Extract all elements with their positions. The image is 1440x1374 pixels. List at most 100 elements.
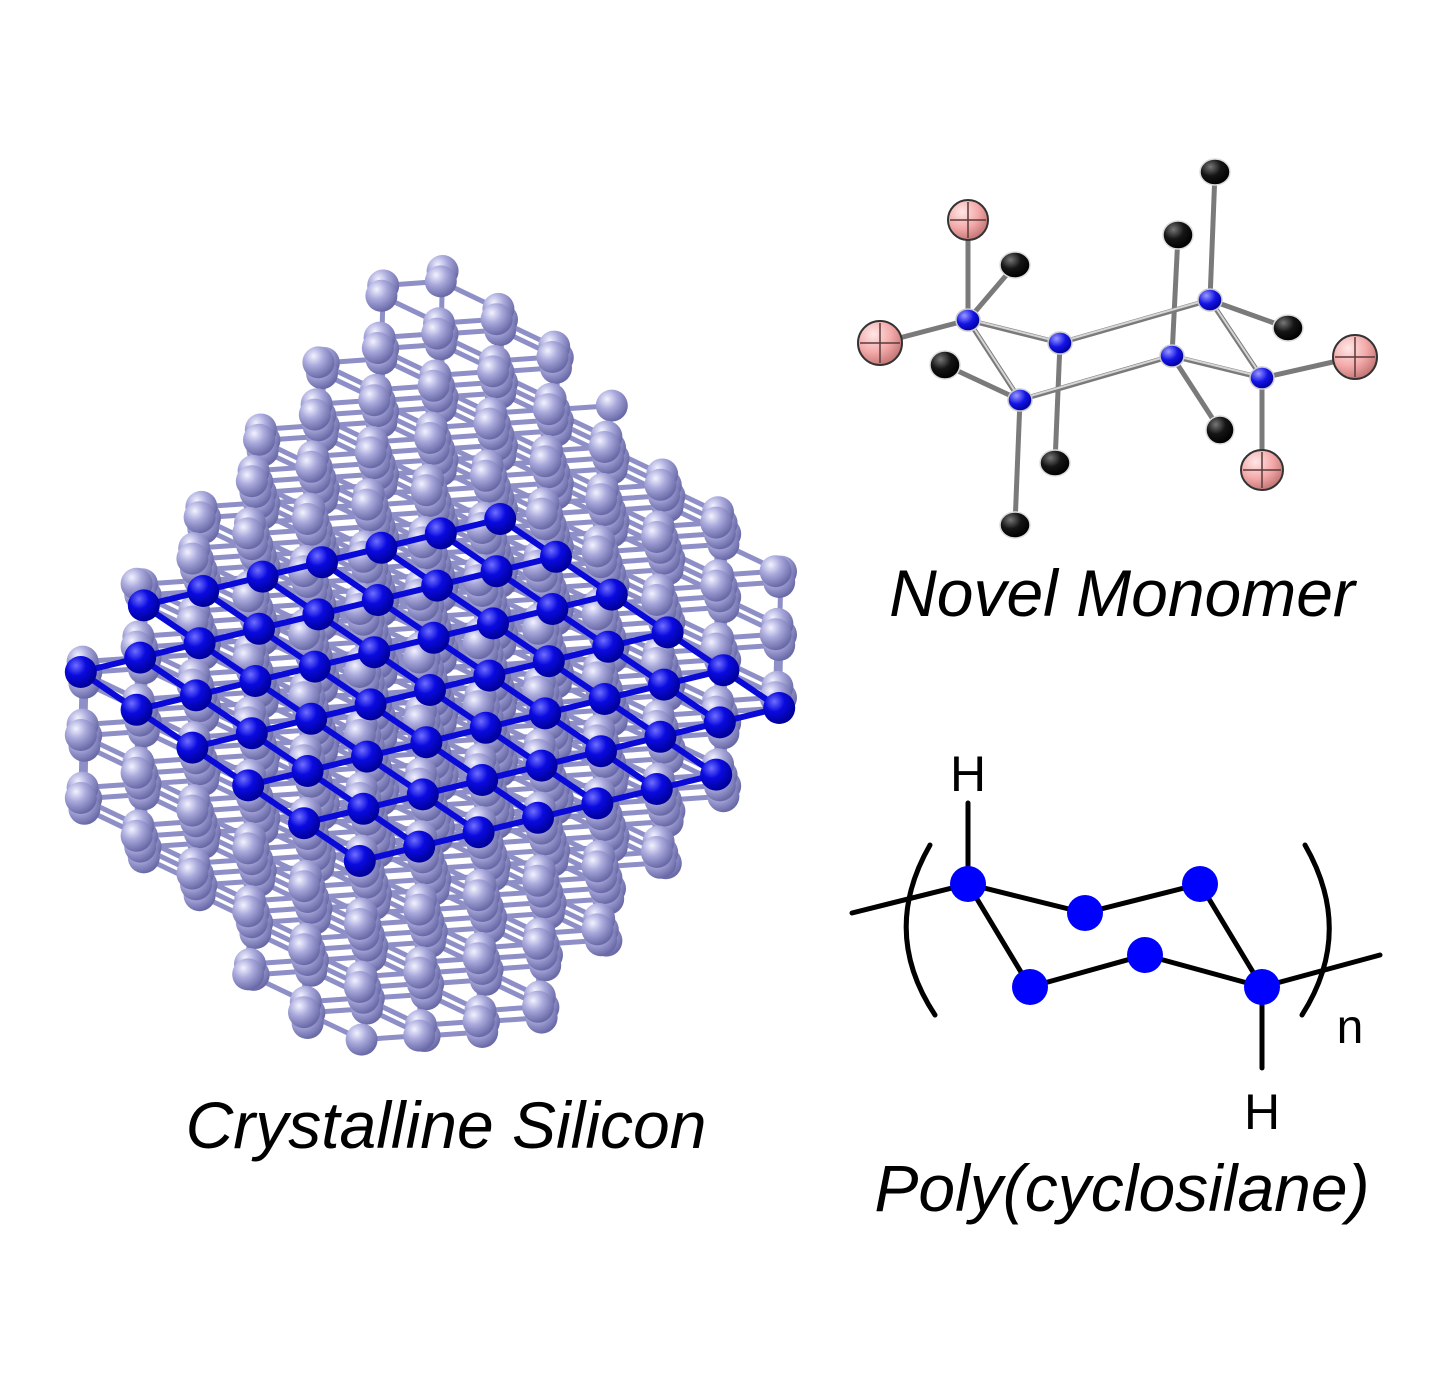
highlighted-silicon-atom: [473, 659, 506, 692]
crystal-silicon-atom: [640, 836, 673, 868]
crystal-silicon-atom: [595, 389, 628, 422]
highlighted-silicon-atom: [700, 758, 733, 791]
highlighted-silicon-atom: [127, 589, 160, 622]
monomer-structure: [857, 158, 1378, 539]
crystal-silicon-atom: [403, 956, 436, 989]
highlighted-silicon-atom: [480, 555, 513, 588]
chlorine-atoms: [857, 199, 1378, 491]
crystal-silicon-atom: [302, 346, 335, 379]
crystal-silicon-atom: [232, 832, 265, 865]
highlighted-silicon-atom: [763, 692, 796, 724]
crystal-silicon-atom: [295, 450, 328, 483]
highlighted-silicon-atom: [183, 627, 216, 660]
highlighted-silicon-atom: [365, 531, 398, 564]
highlighted-silicon-atom: [703, 706, 736, 739]
crystal-silicon-atom: [232, 958, 265, 991]
crystal-silicon-atom: [759, 618, 792, 651]
crystal-silicon-atom: [640, 584, 673, 616]
repeat-unit-subscript: n: [1337, 1001, 1364, 1054]
crystal-silicon-atom: [414, 422, 446, 454]
crystal-silicon-atom: [298, 398, 331, 431]
highlighted-silicon-atom: [246, 560, 279, 593]
crystal-silicon-atom: [235, 465, 268, 498]
crystal-silicon-atom: [700, 569, 733, 602]
highlighted-silicon-atom: [187, 575, 220, 607]
crystal-silicon-atom: [462, 879, 495, 912]
crystal-silicon-atom: [358, 384, 391, 417]
crystal-silicon-atom: [522, 927, 554, 960]
crystal-silicon-atom: [581, 913, 614, 946]
crystal-silicon-atom: [529, 445, 562, 478]
crystal-silicon-atom: [354, 436, 387, 469]
crystal-silicon-atom: [417, 369, 450, 402]
crystal-silicon-atom: [120, 756, 153, 789]
highlighted-silicon-atom: [361, 584, 394, 616]
right-parenthesis: [1299, 842, 1332, 1018]
crystal-silicon-atom: [536, 341, 569, 373]
highlighted-silicon-atom: [403, 830, 436, 863]
polymer-silicon-atoms: [950, 866, 1280, 1005]
crystal-silicon-atom: [361, 332, 394, 364]
crystal-silicon-atom: [343, 971, 376, 1003]
crystal-silicon-atom: [403, 1019, 436, 1052]
crystal-silicon-atom: [343, 908, 376, 940]
highlighted-silicon-atom: [354, 688, 387, 721]
crystal-silicon-atom: [525, 497, 558, 530]
left-parenthesis: [903, 842, 938, 1018]
crystal-silicon-atom: [64, 719, 97, 751]
crystal-silicon-atom: [421, 317, 454, 350]
crystal-silicon-atom: [243, 423, 275, 456]
highlighted-silicon-atom: [648, 668, 680, 701]
highlighted-silicon-atom: [640, 773, 673, 805]
crystal-silicon-atom: [522, 864, 554, 897]
crystal-silicon-atom: [477, 355, 509, 388]
crystal-silicon-atom: [585, 483, 617, 516]
crystal-silicon-atom: [351, 488, 383, 521]
polymer-caption: Poly(cyclosilane): [874, 1151, 1369, 1225]
crystal-silicon-atom: [183, 501, 216, 534]
monomer-caption: Novel Monomer: [889, 556, 1358, 630]
monomer-silicon-atoms: [955, 288, 1275, 412]
crystal-silicon-atom: [176, 857, 209, 890]
crystal-silicon-atom: [410, 474, 443, 507]
highlighted-silicon-atom: [302, 598, 335, 631]
crystal-silicon-atom: [759, 555, 792, 588]
polymer-brackets: [903, 842, 1332, 1018]
monomer-bonds-highlight: [967, 298, 1263, 400]
crystal-silicon-atom: [462, 1005, 495, 1038]
crystal-silicon-atom: [232, 895, 265, 928]
highlighted-silicon-atom: [651, 616, 684, 649]
crystal-caption: Crystalline Silicon: [186, 1088, 707, 1162]
crystal-silicon-atom: [176, 794, 209, 827]
highlighted-silicon-atom: [477, 607, 509, 640]
polycyclosilane-structure: H H n: [849, 746, 1383, 1140]
crystal-silicon-atom: [365, 279, 398, 312]
hydrogen-label-top: H: [950, 746, 986, 802]
highlighted-silicon-atom: [424, 517, 457, 550]
highlighted-silicon-atom: [291, 755, 324, 787]
highlighted-silicon-atom: [707, 654, 740, 687]
crystal-silicon-atom: [581, 850, 614, 883]
crystal-silicon-atom: [532, 393, 565, 426]
highlighted-silicon-atom: [592, 630, 625, 663]
hydrogen-label-bottom: H: [1244, 1084, 1280, 1140]
highlighted-silicon-atom: [469, 711, 502, 744]
highlighted-silicon-atom: [644, 720, 677, 753]
highlighted-silicon-atom: [288, 807, 320, 840]
highlighted-silicon-atom: [347, 792, 380, 825]
highlighted-silicon-atom: [120, 693, 153, 726]
highlighted-silicon-atom: [522, 801, 554, 834]
highlighted-silicon-atom: [532, 645, 565, 678]
highlighted-silicon-atom: [529, 697, 562, 730]
highlighted-silicon-atom: [525, 749, 558, 782]
highlighted-silicon-atom: [484, 503, 517, 535]
highlighted-silicon-atom: [410, 726, 443, 759]
crystal-silicon-atom: [480, 303, 513, 336]
highlighted-silicon-atom: [462, 816, 495, 849]
highlighted-silicon-atom: [176, 731, 209, 764]
crystal-silicon-atom: [120, 819, 153, 852]
crystal-silicon-atom: [291, 503, 324, 535]
highlighted-silicon-atom: [64, 656, 97, 688]
highlighted-silicon-atom: [295, 702, 328, 735]
